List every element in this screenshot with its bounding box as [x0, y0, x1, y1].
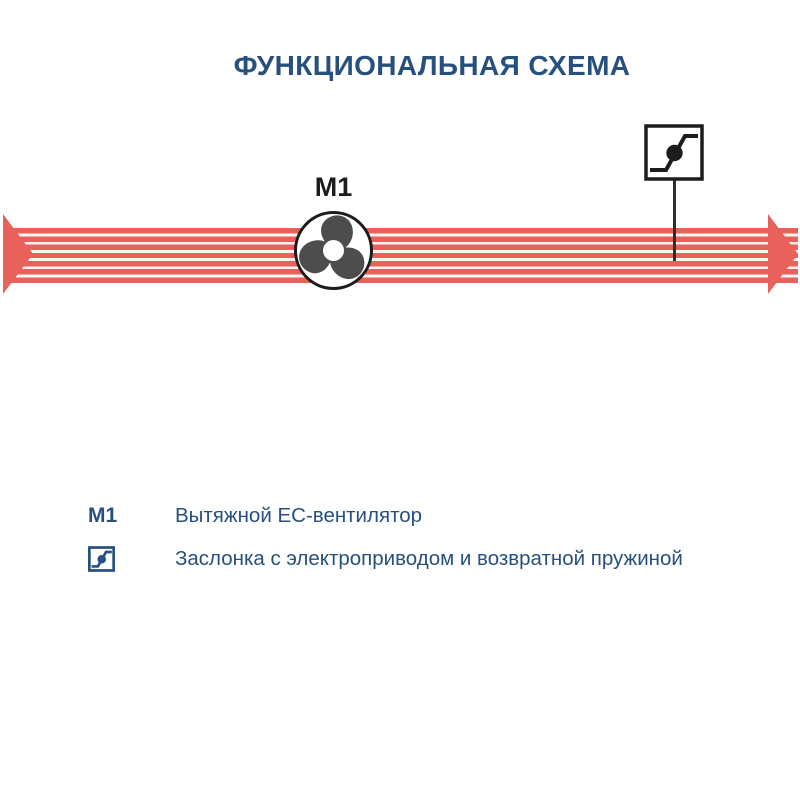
damper-legend-icon	[88, 546, 115, 572]
damper-connector-line	[673, 179, 676, 261]
legend-row-damper: Заслонка с электроприводом и возвратной …	[88, 543, 748, 575]
legend-row-fan: M1 Вытяжной EC-вентилятор	[88, 502, 748, 530]
page-title: ФУНКЦИОНАЛЬНАЯ СХЕМА	[233, 50, 631, 81]
damper-with-actuator-icon	[644, 124, 704, 181]
legend-key-m1: M1	[88, 504, 118, 527]
duct-airflow-stripes	[3, 228, 798, 283]
exhaust-ec-fan-icon	[294, 211, 373, 290]
legend-desc-fan: Вытяжной EC-вентилятор	[175, 504, 423, 527]
fan-label: M1	[314, 172, 353, 202]
legend-desc-damper: Заслонка с электроприводом и возвратной …	[175, 547, 683, 570]
